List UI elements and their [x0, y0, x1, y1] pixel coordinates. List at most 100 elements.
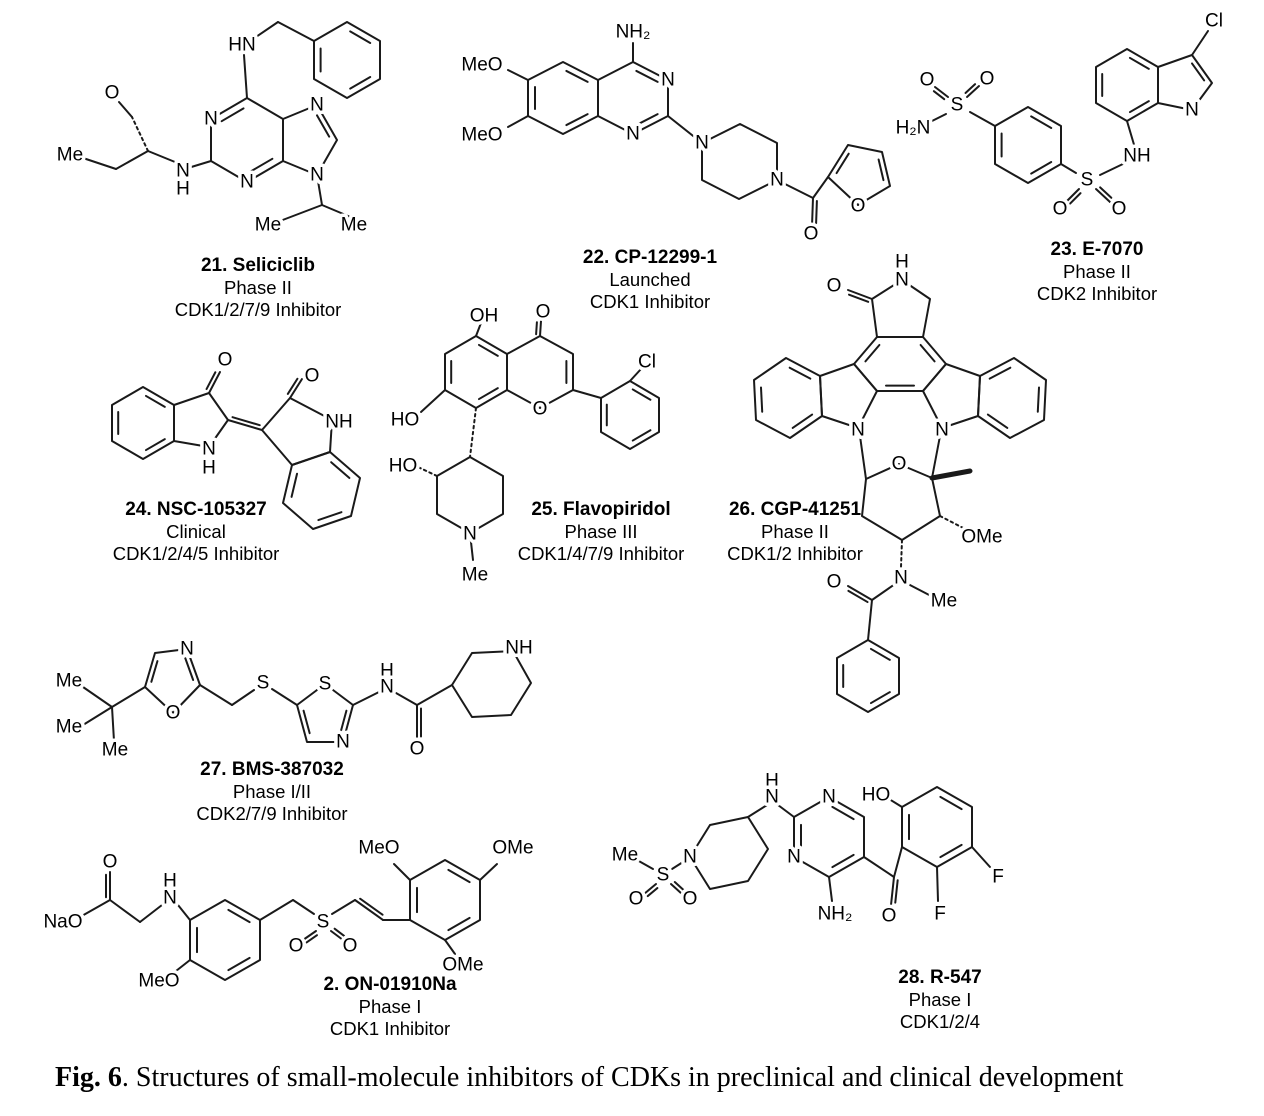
- compound-name: 28. R-547: [898, 967, 982, 988]
- atom-label: HO: [862, 785, 891, 806]
- compound-phase: Phase II: [1063, 261, 1131, 282]
- atom-label: H₂N: [896, 118, 931, 139]
- atom-label: Me: [255, 215, 281, 236]
- compound-label-26: 26. CGP-41251 Phase II CDK1/2 Inhibitor: [665, 499, 925, 565]
- atom-label: N: [683, 847, 697, 868]
- structure-flavopiridol: OH O Cl HO O HO N Me: [385, 298, 660, 589]
- compound-name: 22. CP-12299-1: [582, 247, 718, 268]
- atom-label: O: [105, 83, 120, 104]
- structure-e7070: Cl O O S H₂N S O O NH N: [892, 7, 1226, 223]
- atom-label: O: [305, 366, 320, 387]
- atom-label: NH₂: [818, 904, 853, 925]
- compound-target: CDK1 Inhibitor: [329, 1018, 451, 1039]
- atom-label: N: [336, 732, 350, 753]
- compound-target: CDK1/2/4: [899, 1011, 981, 1032]
- atom-label: N: [822, 787, 836, 808]
- compound-phase: Clinical: [166, 521, 226, 542]
- figure-caption-number: Fig. 6: [55, 1062, 122, 1093]
- atom-label: Me: [102, 740, 128, 761]
- atom-label: S: [317, 912, 330, 933]
- atom-label: O: [851, 196, 866, 217]
- atom-label: O: [980, 69, 995, 90]
- compound-name: 24. NSC-105327: [125, 499, 267, 520]
- atom-label: N: [787, 847, 801, 868]
- compound-label-27: 27. BMS-387032 Phase I/II CDK2/7/9 Inhib…: [142, 759, 402, 825]
- atom-label: O: [683, 889, 698, 910]
- structure-seliciclib: HN O Me N N N H N N Me Me: [53, 21, 381, 239]
- compound-name: 23. E-7070: [1050, 239, 1144, 260]
- atom-label: O: [536, 302, 551, 323]
- compound-label-24: 24. NSC-105327 Clinical CDK1/2/4/5 Inhib…: [66, 499, 326, 565]
- compound-target: CDK1/4/7/9 Inhibitor: [517, 543, 685, 564]
- atom-label: OMe: [961, 527, 1002, 548]
- compound-label-21: 21. Seliciclib Phase II CDK1/2/7/9 Inhib…: [128, 255, 388, 321]
- structure-on01910na: NaO O H N MeO S O O MeO OMe OMe: [40, 834, 537, 995]
- compound-phase: Phase I/II: [232, 781, 312, 802]
- atom-label: H: [202, 458, 216, 479]
- compound-name: 27. BMS-387032: [200, 759, 344, 780]
- atom-label: MeO: [461, 55, 502, 76]
- atom-label: N: [204, 109, 218, 130]
- atom-label: HN: [228, 35, 255, 56]
- atom-label: N: [895, 270, 909, 291]
- compound-phase: Launched: [609, 269, 691, 290]
- atom-label: O: [343, 936, 358, 957]
- atom-label: O: [1112, 199, 1127, 220]
- compound-label-28: 28. R-547 Phase I CDK1/2/4: [810, 967, 1070, 1033]
- atom-label: N: [163, 888, 177, 909]
- compound-target: CDK1/2 Inhibitor: [727, 543, 863, 564]
- structure-nsc105327: O O N H NH: [111, 346, 361, 530]
- atom-label: H: [163, 871, 177, 892]
- atom-label: N: [1185, 100, 1199, 121]
- atom-label: N: [463, 524, 477, 545]
- atom-label: O: [410, 739, 425, 760]
- atom-label: N: [310, 95, 324, 116]
- atom-label: NH: [1123, 146, 1150, 167]
- atom-label: N: [626, 124, 640, 145]
- atom-label: N: [176, 161, 190, 182]
- compound-target: CDK1 Inhibitor: [589, 291, 711, 312]
- atom-label: Me: [341, 215, 367, 236]
- atom-label: H: [176, 179, 190, 200]
- atom-label: Me: [931, 591, 957, 612]
- compound-label-25: 25. Flavopiridol Phase III CDK1/4/7/9 In…: [471, 499, 731, 565]
- atom-label: O: [289, 936, 304, 957]
- atom-label: OH: [470, 306, 499, 327]
- atom-label: N: [851, 420, 865, 441]
- atom-label: N: [935, 420, 949, 441]
- atom-label: O: [103, 852, 118, 873]
- atom-label: N: [695, 133, 709, 154]
- atom-label: HO: [389, 456, 418, 477]
- compound-phase: Phase II: [761, 521, 829, 542]
- atom-label: O: [882, 906, 897, 927]
- compound-target: CDK1/2/4/5 Inhibitor: [112, 543, 280, 564]
- atom-label: F: [934, 904, 946, 925]
- atom-label: MeO: [461, 125, 502, 146]
- atom-label: NH: [505, 638, 532, 659]
- atom-label: N: [202, 439, 216, 460]
- atom-label: O: [804, 224, 819, 245]
- atom-label: OMe: [442, 955, 483, 976]
- compound-label-2: 2. ON-01910Na Phase I CDK1 Inhibitor: [260, 974, 520, 1040]
- compound-phase: Phase I: [358, 996, 422, 1017]
- atom-label: S: [657, 865, 670, 886]
- structure-cgp41251: H N O N N O OMe N Me O: [753, 248, 1047, 713]
- compound-phase: Phase III: [564, 521, 638, 542]
- atom-label: Me: [56, 671, 82, 692]
- atom-label: N: [765, 787, 779, 808]
- atom-label: O: [533, 399, 548, 420]
- compound-name: 21. Seliciclib: [200, 255, 316, 276]
- compound-label-22: 22. CP-12299-1 Launched CDK1 Inhibitor: [520, 247, 780, 313]
- atom-label: S: [951, 95, 964, 116]
- atom-label: S: [319, 674, 332, 695]
- compound-target: CDK2/7/9 Inhibitor: [196, 803, 348, 824]
- atom-label: H: [765, 771, 779, 792]
- atom-label: NH₂: [616, 22, 651, 43]
- atom-label: N: [770, 170, 784, 191]
- atom-label: N: [240, 172, 254, 193]
- compound-name: 26. CGP-41251: [728, 499, 862, 520]
- structure-bms387032: Me Me Me N O S S N H N O NH: [52, 634, 536, 764]
- atom-label: HO: [391, 410, 420, 431]
- atom-label: O: [1053, 199, 1068, 220]
